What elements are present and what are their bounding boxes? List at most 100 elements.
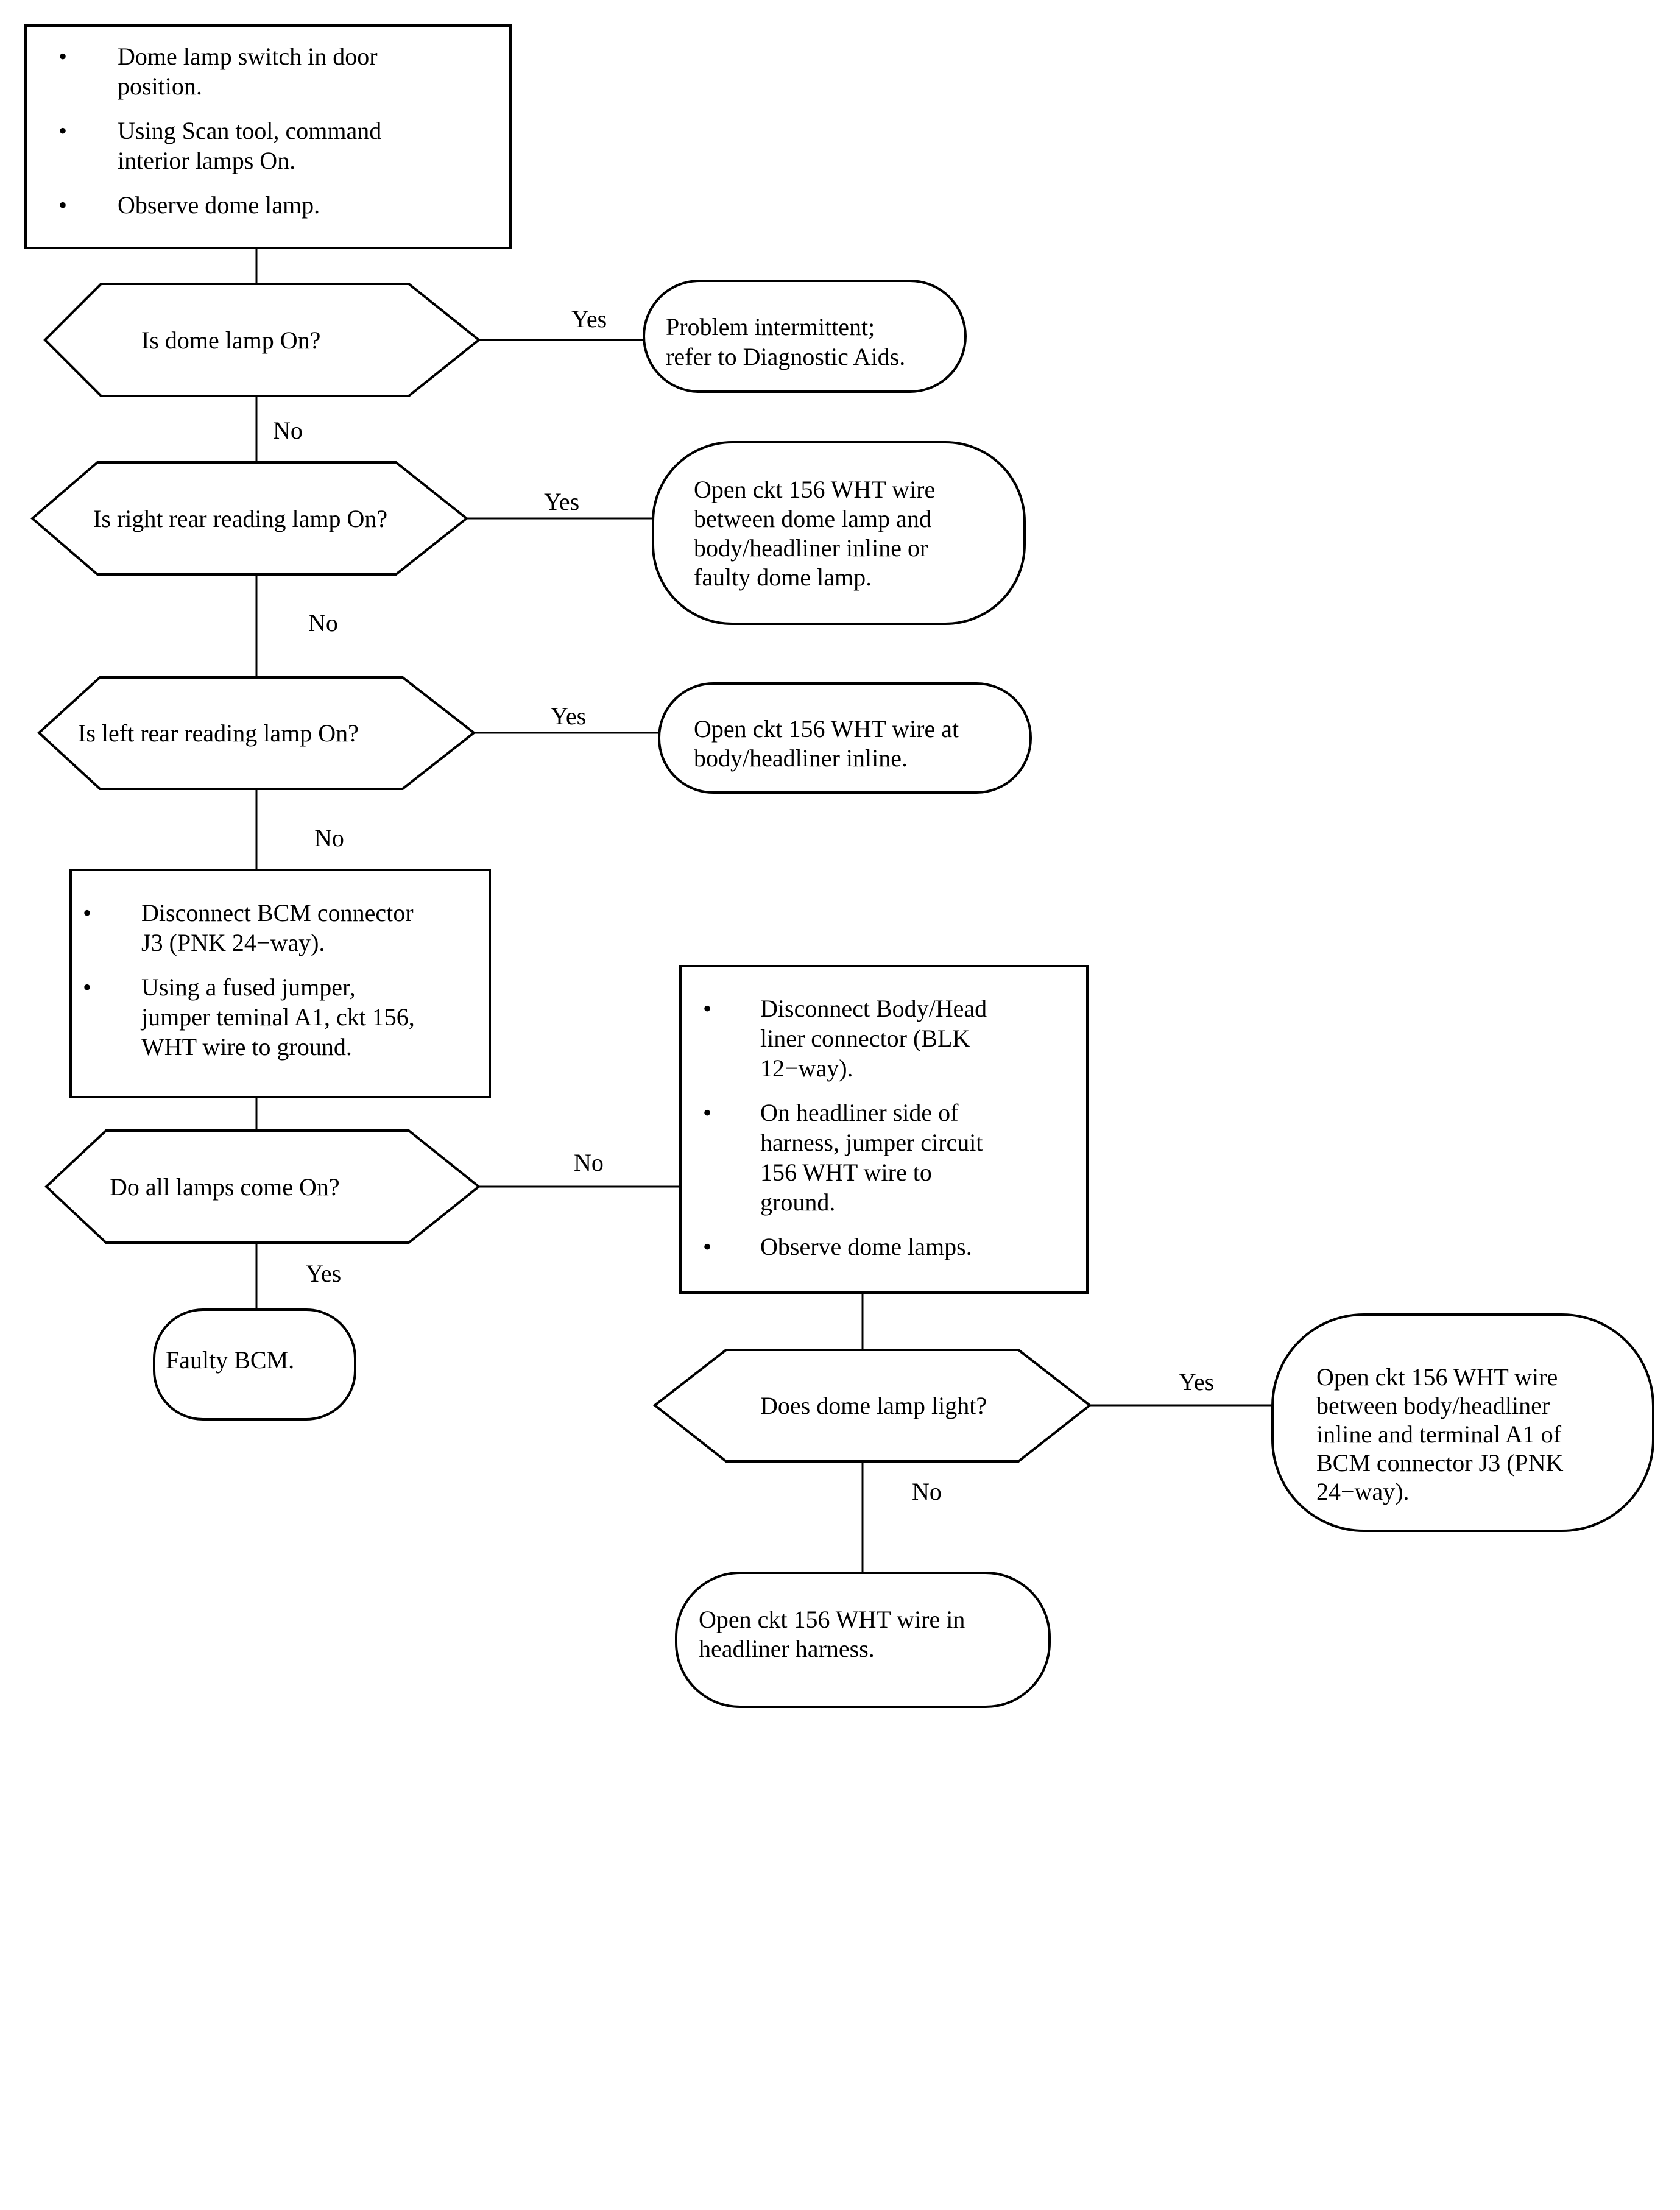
edge-label-q3-yes: Yes: [551, 702, 586, 730]
edge-label-q1-no: No: [273, 417, 303, 444]
text-line: between dome lamp and: [694, 505, 931, 532]
decision-q1: Is dome lamp On?: [43, 283, 481, 397]
bullet-marker: •: [703, 1233, 711, 1260]
decision-q1-text: Is dome lamp On?: [141, 327, 320, 354]
decision-q4-text: Do all lamps come On?: [110, 1173, 340, 1201]
bullet-text-line: position.: [118, 72, 202, 100]
result-r4: Faulty BCM.: [153, 1308, 356, 1421]
bullet-text-line: Using Scan tool, command: [118, 117, 381, 144]
text-line: Is right rear reading lamp On?: [93, 505, 387, 532]
process-box-start-frame: [24, 24, 512, 249]
bullet-text-line: Observe dome lamp.: [118, 191, 320, 219]
decision-q5-text: Does dome lamp light?: [760, 1392, 987, 1419]
text-line: Is left rear reading lamp On?: [78, 719, 359, 747]
bullet-text-line: Dome lamp switch in door: [118, 43, 378, 70]
text-line: Problem intermittent;: [666, 313, 875, 341]
result-r5-frame: [1271, 1313, 1654, 1532]
result-r4-frame: [153, 1308, 356, 1421]
edge-label-q1-yes: Yes: [571, 305, 607, 333]
bullet-text-line: WHT wire to ground.: [141, 1033, 352, 1061]
bullet-text-line: interior lamps On.: [118, 147, 295, 174]
text-line: Open ckt 156 WHT wire at: [694, 715, 959, 743]
decision-q3-hexagon: [37, 676, 476, 790]
bullet-text-line: ground.: [760, 1188, 835, 1216]
decision-q2: Is right rear reading lamp On?: [30, 461, 469, 576]
result-r6-frame: [675, 1572, 1051, 1708]
result-r3-frame: [658, 682, 1032, 794]
bullet-marker: •: [58, 43, 67, 70]
edge-label-q5-no: No: [912, 1478, 942, 1505]
edge-label-q3-no: No: [314, 824, 344, 852]
process-box-headliner: • Disconnect Body/Head liner connector (BL…: [679, 965, 1089, 1294]
process-box-headliner-frame: [679, 965, 1089, 1294]
edge-label-q4-yes: Yes: [306, 1260, 341, 1287]
decision-q2-hexagon: [30, 461, 469, 576]
bullet-marker: •: [83, 973, 91, 1001]
text-line: BCM connector J3 (PNK: [1316, 1449, 1564, 1477]
text-line: 24−way).: [1316, 1478, 1410, 1505]
decision-q4-hexagon: [44, 1129, 481, 1244]
bullet-marker: •: [58, 117, 67, 144]
edge-label-q2-no: No: [308, 609, 338, 637]
decision-q2-text: Is right rear reading lamp On?: [93, 505, 387, 532]
connectors: [255, 248, 1272, 1573]
edge-label-q4-no: No: [574, 1149, 604, 1176]
bullet-marker: •: [58, 191, 67, 219]
bullet-text-line: liner connector (BLK: [760, 1025, 970, 1052]
result-r1-text: Problem intermittent;refer to Diagnostic…: [666, 313, 905, 370]
text-line: headliner harness.: [699, 1635, 875, 1662]
headliner-box-bullets: • Disconnect Body/Head liner connector (BL…: [703, 995, 987, 1260]
text-line: Do all lamps come On?: [110, 1173, 340, 1201]
bullet-text-line: Disconnect Body/Head: [760, 995, 987, 1022]
decision-q3-text: Is left rear reading lamp On?: [78, 719, 359, 747]
decision-q1-hexagon: [43, 283, 481, 397]
bullet-text-line: harness, jumper circuit: [760, 1129, 983, 1156]
bullet-text-line: 156 WHT wire to: [760, 1159, 932, 1186]
result-r1: Problem intermittent;refer to Diagnostic…: [643, 280, 967, 393]
edge-label-q5-yes: Yes: [1179, 1368, 1214, 1396]
text-line: Does dome lamp light?: [760, 1392, 987, 1419]
bullet-text-line: 12−way).: [760, 1054, 853, 1082]
text-line: Faulty BCM.: [166, 1346, 294, 1374]
bullet-marker: •: [83, 899, 91, 927]
text-line: Open ckt 156 WHT wire: [1316, 1363, 1558, 1391]
edge-labels: Yes No Yes No Yes No No Yes Yes No: [273, 305, 1214, 1505]
bullet-text-line: Using a fused jumper,: [141, 973, 356, 1001]
process-box-bcm-frame: [69, 869, 491, 1098]
decision-q5-hexagon: [652, 1349, 1092, 1463]
decision-q3: Is left rear reading lamp On?: [37, 676, 476, 790]
result-r4-text: Faulty BCM.: [166, 1346, 294, 1374]
text-line: between body/headliner: [1316, 1392, 1550, 1419]
text-line: Open ckt 156 WHT wire: [694, 476, 935, 503]
bullet-marker: •: [703, 995, 711, 1022]
text-line: inline and terminal A1 of: [1316, 1421, 1562, 1448]
bullet-text-line: Observe dome lamps.: [760, 1233, 972, 1260]
text-line: faulty dome lamp.: [694, 563, 872, 591]
text-line: Is dome lamp On?: [141, 327, 320, 354]
bullet-text-line: Disconnect BCM connector: [141, 899, 414, 927]
text-line: body/headliner inline.: [694, 744, 908, 772]
bullet-marker: •: [703, 1099, 711, 1126]
result-r1-frame: [643, 280, 967, 393]
text-line: body/headliner inline or: [694, 534, 928, 562]
bullet-text-line: On headliner side of: [760, 1099, 959, 1126]
result-r2-frame: [652, 441, 1026, 625]
bullet-text-line: jumper teminal A1, ckt 156,: [140, 1003, 415, 1031]
edge-label-q2-yes: Yes: [544, 488, 579, 515]
bullet-text-line: J3 (PNK 24−way).: [141, 929, 325, 956]
decision-q5: Does dome lamp light?: [652, 1349, 1092, 1463]
